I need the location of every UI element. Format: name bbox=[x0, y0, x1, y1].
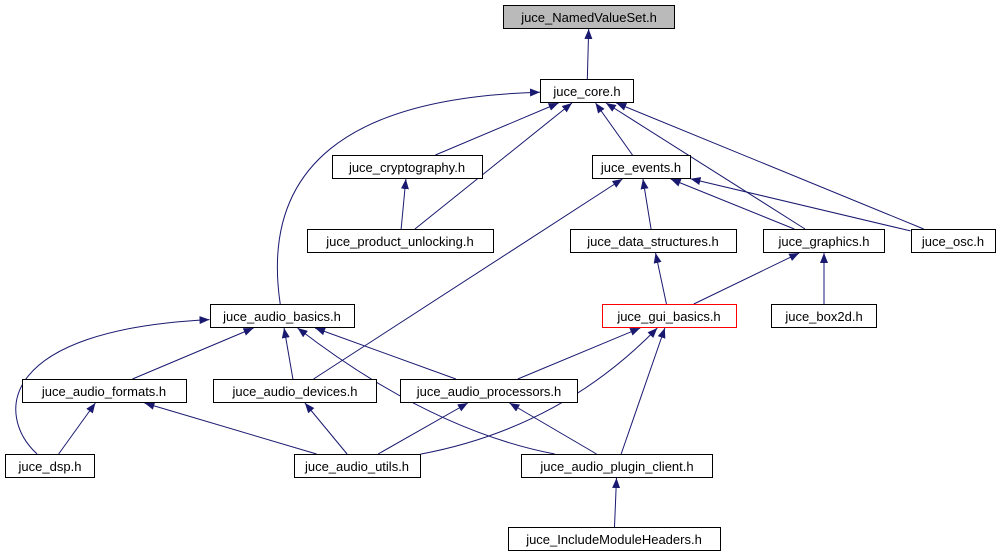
edge-product_unlocking-cryptography bbox=[400, 178, 409, 230]
edge-audio_formats-audio_basics bbox=[132, 327, 254, 380]
edge-audio_utils-audio_devices bbox=[304, 402, 348, 455]
edge-osc-events bbox=[690, 177, 911, 232]
node-label: juce_product_unlocking.h bbox=[326, 233, 474, 249]
node-label: juce_audio_formats.h bbox=[41, 383, 167, 399]
edge-audio_processors-audio_basics bbox=[314, 327, 457, 380]
node-label: juce_audio_devices.h bbox=[232, 383, 358, 399]
edge-audio_utils-audio_formats bbox=[144, 402, 317, 455]
edge-gui_basics-graphics bbox=[693, 252, 800, 305]
edge-audio_devices-events bbox=[313, 178, 623, 380]
edge-audio_basics-core bbox=[276, 88, 541, 305]
node-juce-box2d-h[interactable]: juce_box2d.h bbox=[771, 304, 877, 328]
node-label: juce_events.h bbox=[600, 159, 682, 175]
edge-data_structures-events bbox=[640, 178, 652, 230]
edge-gui_basics-data_structures bbox=[653, 252, 667, 305]
node-label: juce_osc.h bbox=[921, 233, 985, 249]
node-juce-product-unlocking-h[interactable]: juce_product_unlocking.h bbox=[306, 229, 494, 253]
node-juce-audio-plugin-client-h[interactable]: juce_audio_plugin_client.h bbox=[521, 454, 713, 478]
node-juce-cryptography-h[interactable]: juce_cryptography.h bbox=[331, 155, 483, 179]
edge-events-core bbox=[595, 102, 633, 156]
edge-audio_utils-gui_basics bbox=[420, 327, 658, 455]
node-label: juce_dsp.h bbox=[18, 458, 82, 474]
node-label: juce_IncludeModuleHeaders.h bbox=[526, 531, 702, 547]
edge-core-namedvalueset bbox=[584, 28, 593, 80]
edge-audio_utils-audio_processors bbox=[377, 402, 469, 455]
edge-graphics-core bbox=[605, 102, 806, 230]
node-label: juce_core.h bbox=[553, 83, 621, 99]
node-label: juce_audio_plugin_client.h bbox=[540, 458, 694, 474]
edge-product_unlocking-core bbox=[414, 102, 573, 230]
edge-dsp-audio_formats bbox=[58, 402, 96, 455]
node-juce-events-h[interactable]: juce_events.h bbox=[591, 155, 691, 179]
node-juce-audio-utils-h[interactable]: juce_audio_utils.h bbox=[293, 454, 421, 478]
node-label: juce_cryptography.h bbox=[348, 159, 466, 175]
node-juce-data-structures-h[interactable]: juce_data_structures.h bbox=[569, 229, 737, 253]
edge-dsp-audio_basics bbox=[15, 316, 210, 455]
node-juce-gui-basics-h[interactable]: juce_gui_basics.h bbox=[601, 304, 737, 328]
node-juce-audio-processors-h[interactable]: juce_audio_processors.h bbox=[400, 379, 578, 403]
node-label: juce_data_structures.h bbox=[587, 233, 719, 249]
node-label: juce_NamedValueSet.h bbox=[521, 9, 657, 25]
node-label: juce_audio_utils.h bbox=[304, 458, 410, 474]
edge-audio_plugin_client-gui_basics bbox=[620, 327, 666, 455]
node-juce-osc-h[interactable]: juce_osc.h bbox=[910, 229, 996, 253]
node-label: juce_gui_basics.h bbox=[617, 308, 721, 324]
node-juce-audio-devices-h[interactable]: juce_audio_devices.h bbox=[213, 379, 377, 403]
node-juce-namedvalueset-h: juce_NamedValueSet.h bbox=[503, 5, 675, 29]
edge-audio_processors-gui_basics bbox=[517, 327, 641, 380]
node-label: juce_box2d.h bbox=[785, 308, 863, 324]
edge-osc-core bbox=[616, 102, 924, 230]
node-juce-includemoduleheaders-h[interactable]: juce_IncludeModuleHeaders.h bbox=[507, 527, 721, 551]
node-juce-graphics-h[interactable]: juce_graphics.h bbox=[763, 229, 885, 253]
node-juce-dsp-h[interactable]: juce_dsp.h bbox=[5, 454, 95, 478]
node-juce-core-h[interactable]: juce_core.h bbox=[540, 79, 634, 103]
node-label: juce_graphics.h bbox=[778, 233, 870, 249]
edge-audio_devices-audio_basics bbox=[281, 327, 294, 380]
node-label: juce_audio_processors.h bbox=[416, 383, 562, 399]
edge-include_module_headers-audio_plugin_client bbox=[612, 477, 621, 528]
edge-audio_plugin_client-audio_processors bbox=[509, 402, 597, 455]
node-juce-audio-basics-h[interactable]: juce_audio_basics.h bbox=[209, 304, 355, 328]
node-label: juce_audio_basics.h bbox=[223, 308, 341, 324]
edge-audio_plugin_client-audio_basics bbox=[297, 327, 555, 455]
edge-cryptography-core bbox=[435, 102, 559, 156]
edge-graphics-events bbox=[670, 178, 795, 230]
node-juce-audio-formats-h[interactable]: juce_audio_formats.h bbox=[21, 379, 187, 403]
